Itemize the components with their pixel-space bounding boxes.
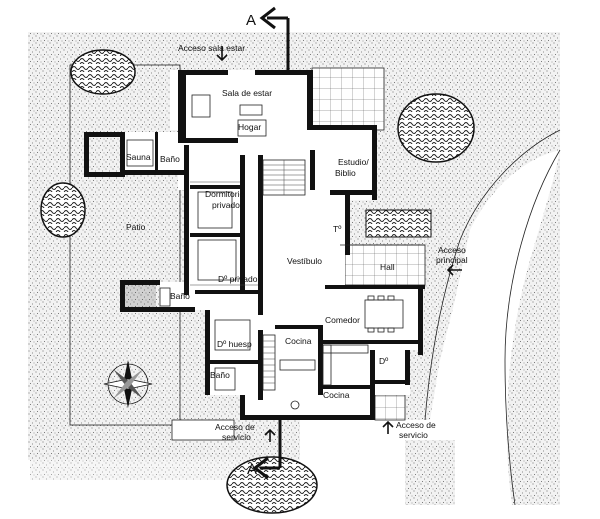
room-sauna: Sauna bbox=[126, 152, 151, 162]
room-cocina-lower: Cocina bbox=[323, 390, 350, 400]
access-servicio-left-line1: Acceso de bbox=[215, 422, 255, 432]
tree-icon bbox=[40, 49, 475, 514]
access-sala-label: Acceso sala estar bbox=[178, 43, 245, 53]
room-t: Tº bbox=[333, 224, 341, 234]
room-sala-estar: Sala de estar bbox=[222, 88, 272, 98]
room-dormitorio-line2: privado bbox=[212, 200, 240, 210]
access-servicio-right-line2: servicio bbox=[399, 430, 428, 440]
room-bano-low: Baño bbox=[210, 370, 230, 380]
access-servicio-left-line2: servicio bbox=[222, 432, 251, 442]
room-bano-mid: Baño bbox=[170, 291, 190, 301]
room-vestibulo: Vestíbulo bbox=[287, 256, 322, 266]
stairs-main bbox=[262, 159, 306, 196]
access-servicio-right-line1: Acceso de bbox=[396, 420, 436, 430]
room-comedor: Comedor bbox=[325, 315, 360, 325]
access-principal-line1: Acceso bbox=[438, 245, 466, 255]
room-dormitorio-line1: Dormitorio bbox=[205, 189, 244, 199]
room-patio: Patio bbox=[126, 222, 146, 232]
section-arrow-icon bbox=[252, 6, 276, 480]
room-estudio-line1: Estudio/ bbox=[338, 157, 369, 167]
room-cocina-upper: Cocina bbox=[285, 336, 312, 346]
room-bano-top: Baño bbox=[160, 154, 180, 164]
room-hogar: Hogar bbox=[238, 122, 261, 132]
room-d-privado: Dº privado bbox=[218, 274, 258, 284]
room-d-small: Dº bbox=[379, 356, 388, 366]
paved-terraces bbox=[171, 67, 426, 441]
section-mark-bottom: A bbox=[247, 461, 257, 478]
walls bbox=[84, 70, 425, 420]
stairs-lower bbox=[262, 334, 276, 391]
section-line bbox=[260, 16, 290, 470]
compass-rose-icon bbox=[103, 360, 153, 408]
interior-details bbox=[126, 94, 425, 410]
section-mark-top: A bbox=[246, 12, 256, 29]
room-hall: Hall bbox=[380, 262, 395, 272]
access-principal-line2: principal bbox=[436, 255, 468, 265]
room-d-huesp: Dº huesp bbox=[217, 339, 252, 349]
access-arrow-icon bbox=[216, 46, 462, 442]
room-estudio-line2: Biblio bbox=[335, 168, 356, 178]
